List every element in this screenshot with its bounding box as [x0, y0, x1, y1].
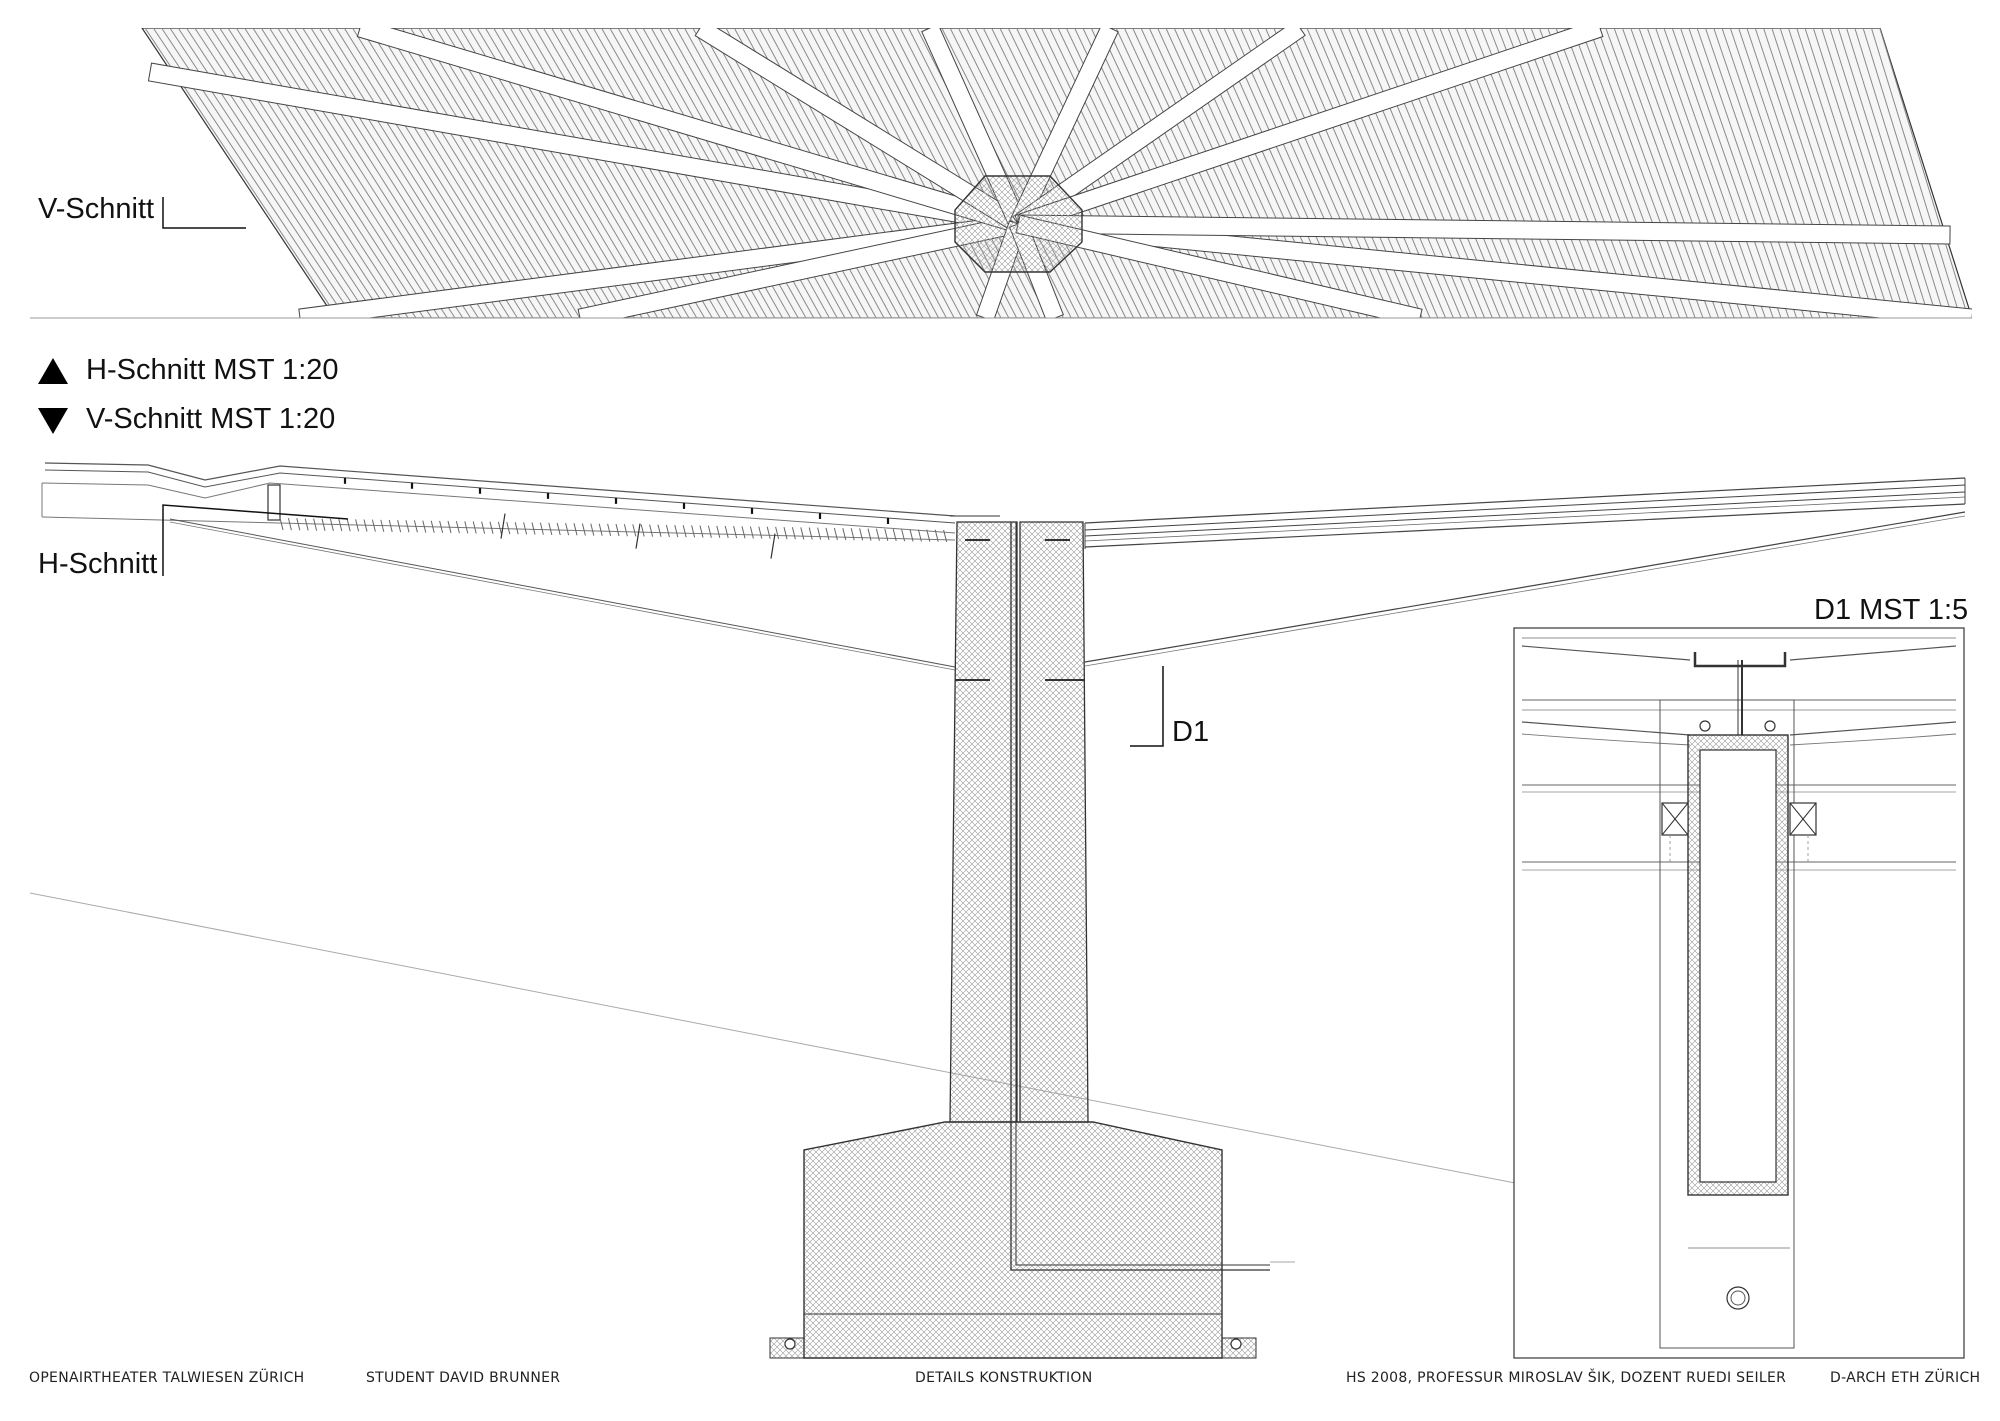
v-schnitt-label: V-Schnitt	[38, 193, 155, 225]
d1-scale-label: D1 MST 1:5	[1814, 594, 1969, 626]
left-cantilever	[41, 462, 956, 671]
v-schnitt-scale-label: V-Schnitt MST 1:20	[86, 403, 336, 435]
footer-semester: HS 2008, PROFESSUR MIROSLAV ŠIK, DOZENT …	[1346, 1370, 1787, 1386]
right-cantilever	[1084, 477, 1966, 667]
footer-project: OPENAIRTHEATER TALWIESEN ZÜRICH	[29, 1370, 305, 1386]
roof-plan-view	[141, 28, 1972, 318]
triangle-down-icon	[38, 408, 68, 434]
d1-label: D1	[1172, 716, 1210, 748]
detail-d1	[1513, 627, 1965, 1359]
h-schnitt-scale-label: H-Schnitt MST 1:20	[86, 354, 339, 386]
h-schnitt-label: H-Schnitt	[38, 548, 158, 580]
foundation	[769, 522, 1295, 1359]
column	[949, 515, 1089, 1123]
h-schnitt-marker-line	[162, 504, 349, 576]
triangle-up-icon	[38, 358, 68, 384]
footer-subject: DETAILS KONSTRUKTION	[915, 1370, 1093, 1386]
v-schnitt-marker-line	[162, 197, 246, 229]
footer-student: STUDENT DAVID BRUNNER	[366, 1370, 561, 1386]
d1-marker-line	[1130, 666, 1164, 747]
footer-school: D-ARCH ETH ZÜRICH	[1830, 1370, 1981, 1386]
